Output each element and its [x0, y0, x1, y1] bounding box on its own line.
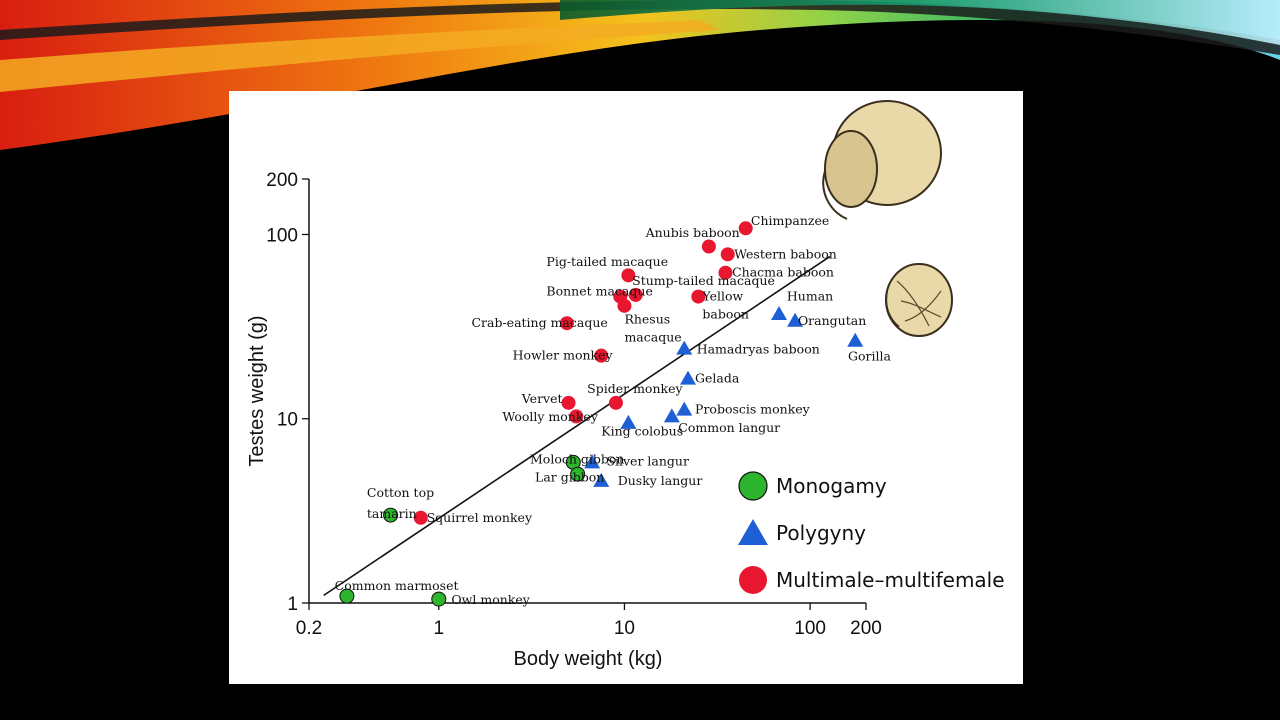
point-vervet [561, 395, 576, 410]
legend-label: Polygyny [776, 521, 866, 545]
point-crab-eating-macaque [559, 316, 574, 331]
legend-marker [738, 471, 768, 501]
point-king-colobus [620, 414, 637, 429]
point-label: Vervet [521, 391, 563, 406]
point-howler-monkey [594, 348, 609, 363]
legend-marker [738, 519, 768, 545]
legend-marker [739, 566, 767, 594]
testes-illustration [822, 100, 953, 337]
point-chimpanzee [738, 221, 753, 236]
point-pig-tailed-macaque [621, 268, 636, 283]
point-gorilla [847, 332, 864, 347]
y-tick-label: 200 [266, 170, 298, 191]
point-label: Common langur [678, 420, 780, 435]
point-label: Chacma baboon [732, 265, 834, 280]
x-tick-label: 200 [850, 618, 882, 639]
point-human [771, 306, 788, 321]
point-proboscis-monkey [676, 401, 693, 416]
y-axis-label: Testes weight (g) [246, 315, 268, 466]
point-common-langur [663, 408, 680, 423]
point-orangutan [787, 312, 804, 327]
axis-ticks: 0.2 1 10 100 200 1 10 100 200 [266, 170, 882, 639]
point-label: Stump-tailed macaque [632, 273, 775, 288]
x-tick-label: 100 [794, 618, 826, 639]
point-label: Cotton top [367, 485, 434, 500]
point-label: Gelada [695, 371, 740, 386]
point-label: Anubis baboon [645, 225, 740, 240]
x-tick-label: 1 [433, 618, 444, 639]
point-label: Rhesus [624, 312, 670, 327]
point-label: Yellow [701, 289, 743, 304]
point-hamadryas-baboon [676, 340, 693, 355]
point-western-baboon [720, 247, 735, 262]
y-tick-label: 100 [266, 225, 298, 246]
legend-label: Multimale–multifemale [776, 568, 1005, 592]
point-rhesus-macaque [617, 298, 632, 313]
point-woolly-monkey [569, 409, 584, 424]
x-tick-label: 0.2 [296, 618, 322, 639]
trend-line [323, 255, 831, 597]
y-tick-label: 1 [287, 594, 298, 615]
point-label: Howler monkey [513, 348, 614, 363]
point-cotton-top-tamarin [383, 507, 399, 523]
point-silver-langur [584, 454, 601, 469]
point-label: Silver langur [606, 454, 689, 469]
point-stump-tailed-macaque [628, 287, 643, 302]
point-label: macaque [624, 329, 681, 344]
point-owl-monkey [431, 591, 447, 607]
point-label: Pig-tailed macaque [546, 254, 668, 269]
data-points [339, 221, 864, 607]
point-label: Gorilla [848, 348, 891, 363]
x-axis-label: Body weight (kg) [514, 648, 663, 670]
point-anubis-baboon [701, 239, 716, 254]
point-label: Chimpanzee [751, 213, 829, 228]
point-yellow-baboon [691, 289, 706, 304]
point-label: Crab-eating macaque [471, 315, 607, 330]
point-label: Moloch gibbon [530, 452, 624, 467]
point-label: King colobus [601, 424, 683, 439]
point-label: Human [787, 289, 833, 304]
point-common-marmoset [339, 588, 355, 604]
point-label: Bonnet macaque [546, 284, 652, 299]
point-label: tamarin [367, 506, 417, 521]
point-gelada [680, 370, 697, 385]
chart-figure: 0.2 1 10 100 200 1 10 100 200 Body weight (kg) T… [229, 91, 1023, 684]
point-label: Lar gibbon [535, 469, 604, 484]
axes [308, 179, 866, 604]
scatter-chart: 0.2 1 10 100 200 1 10 100 200 Body weight (kg) T… [246, 100, 1005, 670]
point-spider-monkey [608, 395, 623, 410]
point-label: Western baboon [734, 246, 837, 261]
point-lar-gibbon [570, 466, 586, 482]
point-label: Hamadryas baboon [697, 342, 820, 357]
point-label: Proboscis monkey [695, 402, 811, 417]
point-label: baboon [702, 307, 749, 322]
point-label: Orangutan [798, 313, 866, 328]
x-tick-label: 10 [614, 618, 635, 639]
point-label: Woolly monkey [502, 409, 598, 424]
point-dusky-langur [593, 472, 610, 487]
point-label: Dusky langur [618, 473, 703, 488]
point-chacma-baboon [718, 265, 733, 280]
point-label: Owl monkey [451, 592, 530, 607]
legend-label: Monogamy [776, 474, 887, 498]
y-tick-label: 10 [277, 410, 298, 431]
decorative-swoosh-banner [0, 0, 1280, 150]
point-squirrel-monkey [413, 510, 428, 525]
point-label: Squirrel monkey [427, 510, 533, 525]
point-label: Spider monkey [587, 381, 683, 396]
point-label: Common marmoset [335, 578, 459, 593]
